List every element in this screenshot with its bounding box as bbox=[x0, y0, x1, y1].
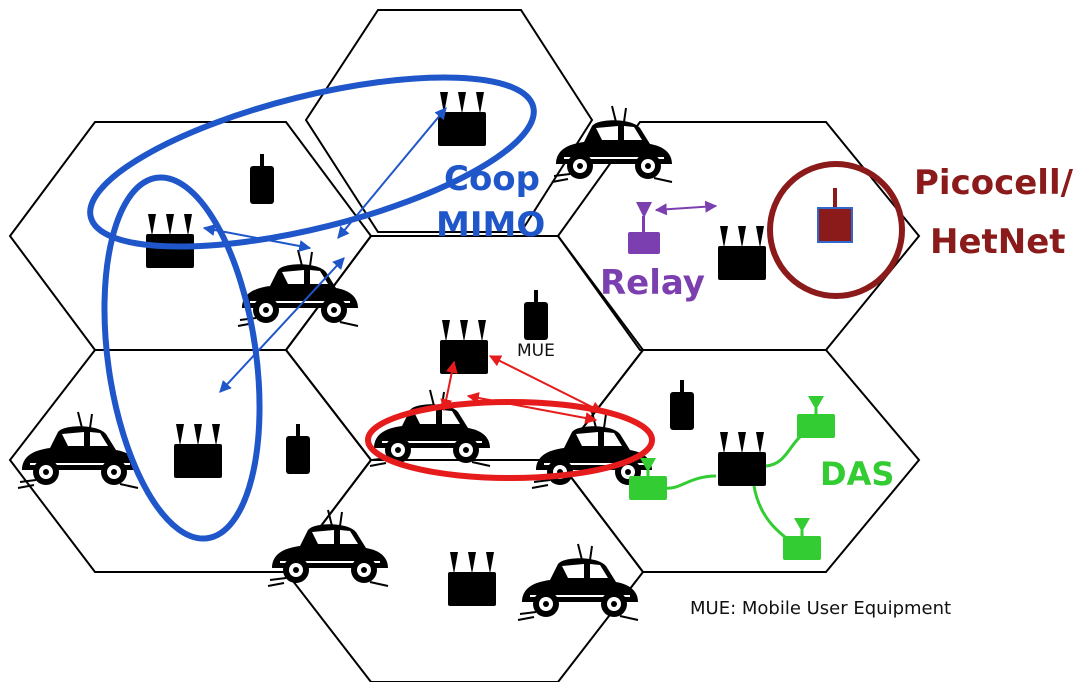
hex-cell-top-center bbox=[304, 9, 594, 233]
car-icon bbox=[267, 509, 389, 587]
picocell-label: Picocell/ bbox=[914, 163, 1074, 203]
base-station-icon bbox=[146, 214, 194, 268]
mobile-device-icon bbox=[250, 154, 274, 204]
coop-mimo-links bbox=[87, 74, 537, 542]
interference-links bbox=[365, 355, 655, 481]
car-icon bbox=[551, 105, 673, 183]
mobile-device-icon bbox=[670, 380, 694, 430]
footnote-label: MUE: Mobile User Equipment bbox=[690, 598, 952, 619]
mimo-label: MIMO bbox=[436, 205, 546, 245]
mobile-device-icon bbox=[524, 290, 548, 340]
vehicles bbox=[17, 105, 673, 621]
coop-arrow bbox=[202, 224, 312, 252]
picocell-node bbox=[767, 161, 905, 299]
das-label: DAS bbox=[820, 455, 895, 493]
das-network bbox=[629, 396, 835, 560]
base-station-icon bbox=[174, 424, 222, 478]
base-station-icon bbox=[438, 92, 486, 146]
car-icon bbox=[517, 543, 639, 621]
mobile-devices bbox=[250, 154, 694, 474]
das-node-icon bbox=[783, 518, 821, 560]
coop-arrow bbox=[337, 107, 447, 239]
relay-label: Relay bbox=[600, 263, 705, 303]
relay-node bbox=[628, 200, 718, 254]
base-station-icon bbox=[440, 320, 488, 374]
mue-label: MUE bbox=[517, 341, 555, 361]
hetnet-label: HetNet bbox=[930, 222, 1066, 262]
das-node-icon bbox=[797, 396, 835, 438]
base-station-icon bbox=[718, 226, 766, 280]
base-station-icon bbox=[448, 552, 496, 606]
coop-arrow bbox=[219, 257, 345, 393]
mobile-device-icon bbox=[286, 424, 310, 474]
coop-mimo-ellipse-horizontal bbox=[87, 74, 537, 250]
coop-label: Coop bbox=[444, 159, 541, 199]
base-station-icon bbox=[718, 432, 766, 486]
